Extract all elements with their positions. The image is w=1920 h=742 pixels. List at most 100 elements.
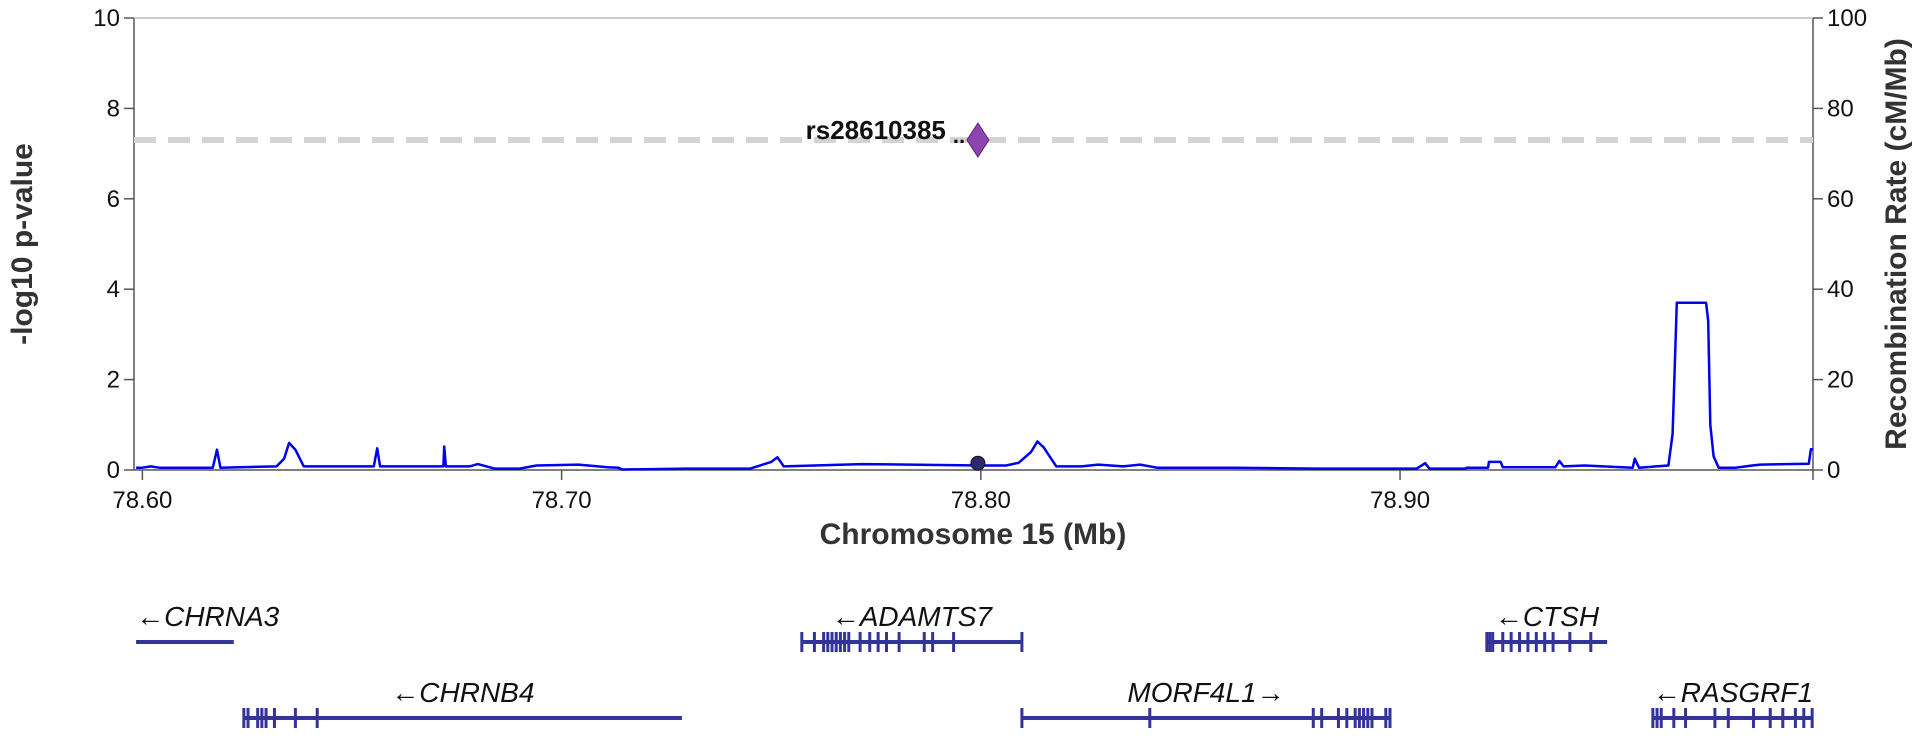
- gene-exon: [1336, 708, 1340, 728]
- gene-exon: [1345, 708, 1349, 728]
- y-axis-title: -log10 p-value: [6, 143, 39, 345]
- gene-exon: [1020, 708, 1024, 728]
- gene[interactable]: ←CTSH: [1485, 601, 1608, 652]
- gene-exon: [242, 708, 246, 728]
- gene-exon: [812, 632, 816, 652]
- x-tick-label: 78.80: [951, 487, 1011, 514]
- gene-track: ←CHRNA3 ←ADAMTS7 ←CTSH ←CHRNB4 MORF4L1→ ←RASG…: [136, 601, 1814, 728]
- x-tick-label: 78.60: [112, 487, 172, 514]
- gene-exon: [1384, 708, 1388, 728]
- gene-exon: [1362, 708, 1366, 728]
- gene[interactable]: MORF4L1→: [1020, 677, 1392, 728]
- gene[interactable]: ←CHRNB4: [242, 677, 682, 728]
- gene-exon: [1509, 632, 1513, 652]
- gene-exon: [876, 632, 880, 652]
- lead-snp-marker[interactable]: [966, 122, 990, 158]
- y2-tick-label: 80: [1827, 95, 1854, 122]
- gene-exon: [822, 632, 826, 652]
- gene-label: ←CTSH: [1495, 601, 1600, 632]
- gene-exon: [1781, 708, 1785, 728]
- gene-exon: [1534, 632, 1538, 652]
- gene-exon: [1518, 632, 1522, 652]
- gene-exon: [1551, 632, 1555, 652]
- y2-tick-label: 0: [1827, 457, 1840, 484]
- gene-exon: [838, 632, 842, 652]
- gene-exon: [1148, 708, 1152, 728]
- recombination-rate-line: [136, 301, 1813, 471]
- y-tick-label: 10: [93, 5, 120, 32]
- gene-exon: [1311, 708, 1315, 728]
- gene-exon: [1526, 632, 1530, 652]
- gene-exon: [1655, 708, 1659, 728]
- x-tick-label: 78.90: [1370, 487, 1430, 514]
- snp-point[interactable]: [970, 455, 986, 471]
- gene-exon: [1501, 632, 1505, 652]
- gene-exon: [1491, 632, 1495, 652]
- gene-exon: [1357, 708, 1361, 728]
- lead-snp-connector: ..: [953, 123, 965, 148]
- y-tick-label: 8: [107, 95, 120, 122]
- gene-exon: [264, 708, 268, 728]
- bottom-ticks: 78.60 78.70 78.80 78.90: [112, 470, 1814, 514]
- y2-tick-label: 100: [1827, 5, 1867, 32]
- gene-exon: [1543, 632, 1547, 652]
- right-ticks: 0 20 40 60 80 100: [1813, 5, 1867, 484]
- gene-exon: [830, 632, 834, 652]
- gene-exon: [1320, 708, 1324, 728]
- data-points: [970, 455, 986, 471]
- gene-exon: [246, 708, 250, 728]
- gene-exon: [1568, 632, 1572, 652]
- axes: [133, 17, 1814, 471]
- x-tick-label: 78.70: [532, 487, 592, 514]
- gene-exon: [931, 632, 935, 652]
- gene[interactable]: ←ADAMTS7: [800, 601, 1024, 652]
- gene-exon: [1726, 708, 1730, 728]
- y2-tick-label: 60: [1827, 186, 1854, 213]
- gene-exon: [1672, 708, 1676, 728]
- y-tick-label: 0: [107, 457, 120, 484]
- y2-tick-label: 20: [1827, 367, 1854, 394]
- lead-snp-label: rs28610385: [806, 115, 946, 145]
- gene-exon: [1659, 708, 1663, 728]
- gene-exon: [1802, 708, 1806, 728]
- gene-exon: [885, 632, 889, 652]
- y2-tick-label: 40: [1827, 276, 1854, 303]
- gene-exon: [1589, 632, 1593, 652]
- gene-exon: [293, 708, 297, 728]
- gene-exon: [1485, 632, 1489, 652]
- gene-exon: [1713, 708, 1717, 728]
- gene-exon: [256, 708, 260, 728]
- y2-axis-title: Recombination Rate (cM/Mb): [1880, 38, 1913, 450]
- gene-label: ←CHRNB4: [391, 677, 534, 708]
- gene-exon: [834, 632, 838, 652]
- gene-exon: [1768, 708, 1772, 728]
- gene-exon: [1651, 708, 1655, 728]
- gene-exon: [847, 632, 851, 652]
- gene-exon: [260, 708, 264, 728]
- gene-exon: [1353, 708, 1357, 728]
- gene-exon: [843, 632, 847, 652]
- y-tick-label: 6: [107, 186, 120, 213]
- gene-label: ←RASGRF1: [1653, 677, 1813, 708]
- gene[interactable]: ←RASGRF1: [1651, 677, 1814, 728]
- gene-exon: [1370, 708, 1374, 728]
- gene-label: MORF4L1→: [1127, 677, 1284, 708]
- gene-exon: [272, 708, 276, 728]
- gene-exon: [315, 708, 319, 728]
- gene-exon: [1488, 632, 1492, 652]
- gene-exon: [826, 632, 830, 652]
- gene-exon: [1810, 708, 1814, 728]
- x-axis-title: Chromosome 15 (Mb): [820, 518, 1127, 551]
- gene-exon: [897, 632, 901, 652]
- gene-exon: [952, 632, 956, 652]
- gene-exon: [922, 632, 926, 652]
- y-tick-label: 4: [107, 276, 120, 303]
- gene-exon: [1020, 632, 1024, 652]
- gene-label: ←ADAMTS7: [832, 601, 994, 632]
- gene-exon: [858, 632, 862, 652]
- gene[interactable]: ←CHRNA3: [136, 601, 280, 644]
- gene-exon: [800, 632, 804, 652]
- gene-exon: [1366, 708, 1370, 728]
- gene-label: ←CHRNA3: [136, 601, 280, 632]
